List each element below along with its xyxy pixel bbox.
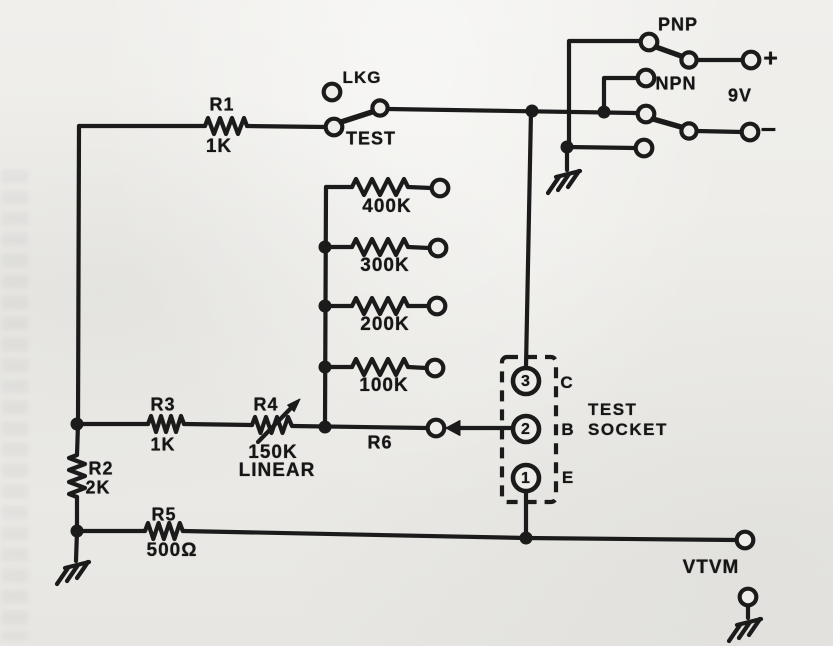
socket-pin-2 [510,413,542,445]
r6-plug-lead [425,417,461,439]
r3-value-label: 1K [150,434,176,455]
socket-pin2-number: 2 [521,421,531,438]
r4-ref-label: R4 [253,394,279,415]
test-socket-label-line2: SOCKET [588,420,668,439]
r4-value-label: 150K [248,442,298,463]
terminal-r6 [425,417,447,439]
ground-symbol-center [548,171,580,193]
test-label: TEST [345,128,397,149]
collector-label: C [560,373,574,392]
npn-contact [635,67,657,89]
socket-pin1-number: 1 [521,470,531,487]
r5-resistor [142,520,185,542]
switch-blade [338,109,375,125]
r2-value-label: 2K [85,477,111,498]
test-contact [323,116,345,138]
leakage-test-switch [321,81,390,138]
r2-resistor [66,452,88,500]
polarity-switch [633,31,762,159]
battery-plus-label: + [763,44,779,73]
ground-symbol-left [57,562,89,584]
r4-potentiometer [249,398,301,445]
range-400k-label: 400K [362,196,412,217]
plug-arrowhead [445,420,461,436]
vtvm-ground-terminal [737,586,759,608]
terminal-100k [424,357,446,379]
junction-dots [70,104,611,545]
upper-blade [653,44,684,59]
r4-taper-label: LINEAR [238,460,316,481]
r3-ref-label: R3 [150,394,176,415]
terminal-400k [429,177,451,199]
lower-blade [650,116,684,130]
r3-resistor [145,413,187,435]
terminal-200k [426,295,448,317]
npn-label: NPN [655,73,697,94]
range-300k-label: 300K [360,255,410,276]
lkg-label: LKG [342,68,382,87]
vtvm-label: VTVM [682,557,740,578]
battery-minus-terminal [739,121,761,143]
resistor-300k [349,236,411,258]
ground-symbol-right [729,619,761,641]
r1-resistor [202,115,250,137]
battery-voltage-label: 9V [727,85,753,106]
terminal-300k [427,237,449,259]
base-label: B [561,420,575,439]
wiper-arrowhead [287,398,301,412]
battery-plus-terminal [740,49,762,71]
pnp-label: PNP [657,14,699,35]
range-100k-label: 100K [359,375,409,396]
upper-blade-pivot [679,50,699,70]
meter-terminals [734,529,759,608]
r1-value-label: 1K [205,136,233,157]
socket-pin3-number: 3 [521,373,531,390]
lkg-contact [321,81,343,103]
resistor-100k [349,356,411,378]
emitter-label: E [561,468,575,487]
lower-contact-a [635,103,657,125]
r6-ref-label: R6 [367,432,393,453]
lower-blade-pivot [679,121,699,141]
r2-ref-label: R2 [88,458,114,479]
resistor-200k [349,295,411,317]
r1-ref-label: R1 [209,94,235,115]
socket-pin-3 [510,365,542,397]
pnp-contact [638,31,660,53]
socket-pin-1 [510,462,542,494]
range-resistor-bank [349,176,451,379]
vtvm-terminal [734,529,756,551]
r5-ref-label: R5 [151,504,177,525]
lower-contact-b [633,137,655,159]
socket-outline [499,354,559,505]
blade-pivot [370,98,390,118]
r5-value-label: 500Ω [146,540,198,561]
battery-minus-label: − [760,114,778,145]
range-200k-label: 200K [360,314,410,335]
resistor-400k [349,176,411,198]
test-socket [499,354,559,505]
test-socket-label-line1: TEST [588,400,638,419]
page-bleed-through [2,170,28,640]
